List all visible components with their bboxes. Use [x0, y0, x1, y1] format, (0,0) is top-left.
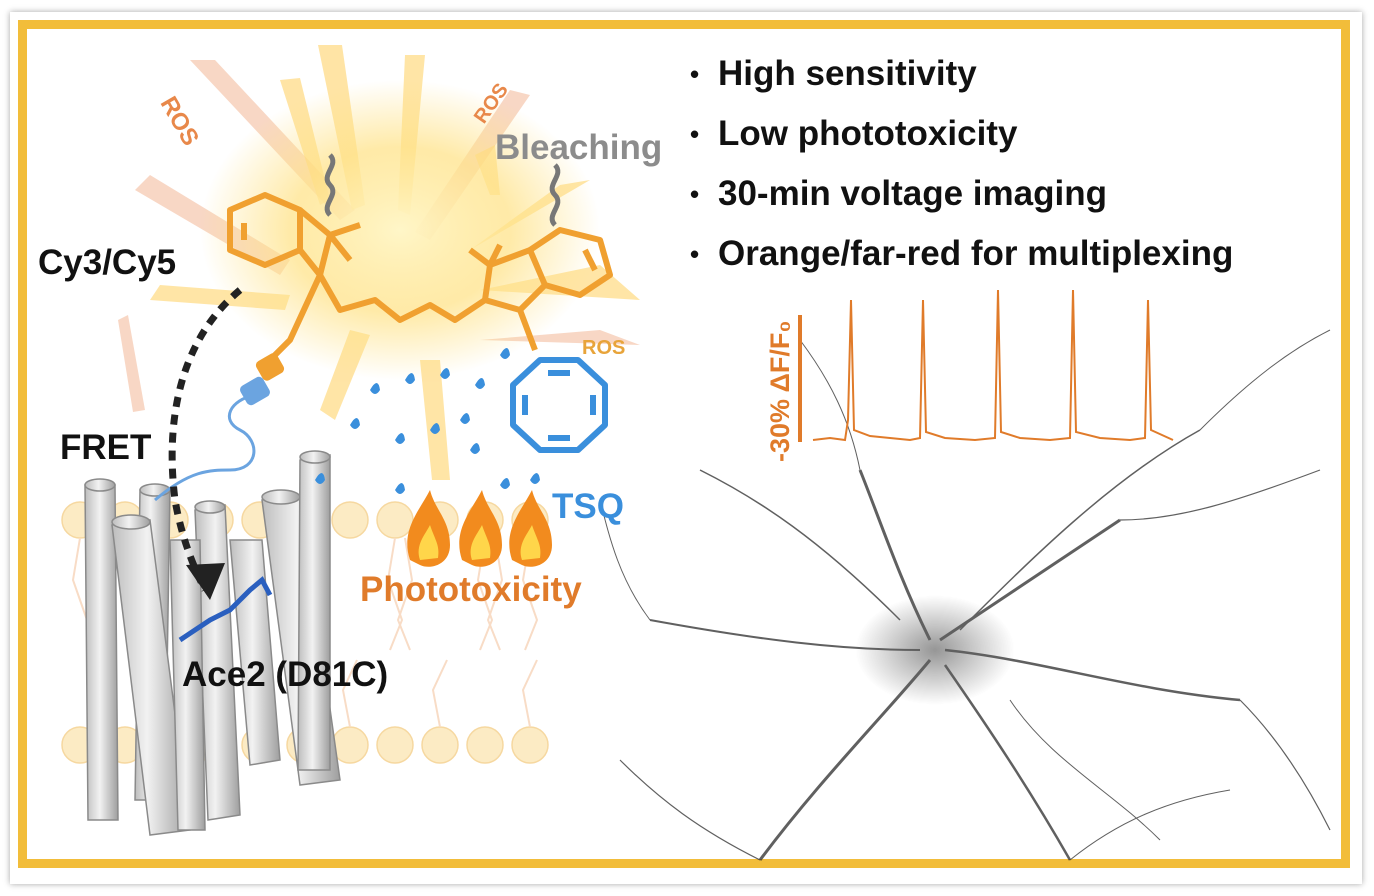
- feature-text: Low phototoxicity: [718, 114, 1018, 153]
- voltage-trace: [798, 289, 1174, 442]
- linker-block-blue: [240, 376, 270, 406]
- fret-label: FRET: [60, 428, 152, 467]
- trace-axis-label: -30% ΔF/F₀: [765, 320, 795, 462]
- tsq-label: TSQ: [552, 487, 624, 526]
- linker-block-orange: [255, 353, 285, 381]
- bleaching-label: Bleaching: [495, 128, 663, 167]
- feature-item: •30-min voltage imaging: [690, 174, 1107, 213]
- water-droplets: [315, 348, 540, 494]
- tsq-ring: [510, 357, 608, 453]
- neuron-image: [599, 329, 1331, 861]
- bleaching-marks: [324, 153, 561, 227]
- feature-item: •Orange/far-red for multiplexing: [690, 234, 1234, 273]
- retinal-chromophore: [178, 576, 273, 643]
- trace-line: [812, 289, 1174, 442]
- linker-chain: [154, 393, 256, 502]
- phototoxicity-label: Phototoxicity: [360, 570, 582, 609]
- feature-text: High sensitivity: [718, 54, 977, 93]
- ace2-label: Ace2 (D81C): [182, 655, 389, 694]
- feature-text: Orange/far-red for multiplexing: [718, 234, 1234, 273]
- feature-list: •High sensitivity •Low phototoxicity •30…: [690, 52, 1233, 292]
- cyanine-dye-structure: [227, 192, 613, 363]
- fire-icon: [407, 490, 552, 567]
- fret-arrow: [168, 287, 243, 592]
- fret-arrow-head: [186, 563, 225, 600]
- feature-text: 30-min voltage imaging: [718, 174, 1107, 213]
- ros-label-right: ROS: [582, 337, 626, 359]
- feature-item: •High sensitivity: [690, 54, 977, 93]
- fluorescence-glow: [200, 80, 600, 380]
- cy3-cy5-label: Cy3/Cy5: [38, 243, 177, 282]
- feature-item: •Low phototoxicity: [690, 114, 1018, 153]
